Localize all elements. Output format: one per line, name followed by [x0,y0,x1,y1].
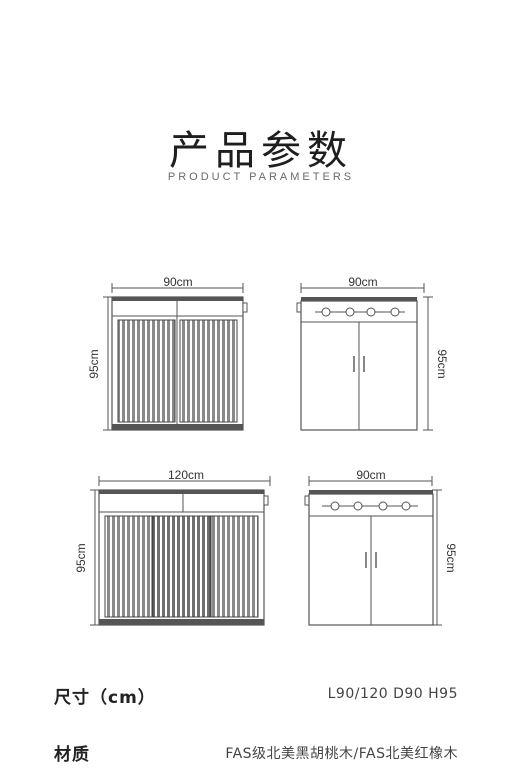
spec-value-material: FAS级北美黑胡桃木/FAS北美红橡木 [225,746,458,762]
spec-value-size: L90/120 D90 H95 [327,686,458,702]
spec-label-size: 尺寸（cm） [54,688,156,708]
height-label: 95cm [74,543,88,572]
cabinet-front-120: 120cm 95cm [74,468,271,626]
height-label: 95cm [444,543,458,572]
page-subtitle: PRODUCT PARAMETERS [167,171,355,183]
width-label: 120cm [168,468,204,482]
page-title: 产品参数 [169,128,353,174]
width-label: 90cm [163,275,192,289]
cabinet-front-90: 90cm 95cm [87,275,248,431]
width-label: 90cm [356,468,385,482]
cabinet-back-90-b: 90cm 95cm [304,468,458,626]
height-label: 95cm [435,349,449,378]
cabinet-back-90: 90cm 95cm [296,275,449,431]
width-label: 90cm [348,275,377,289]
height-label: 95cm [87,349,101,378]
spec-label-material: 材质 [54,745,90,765]
